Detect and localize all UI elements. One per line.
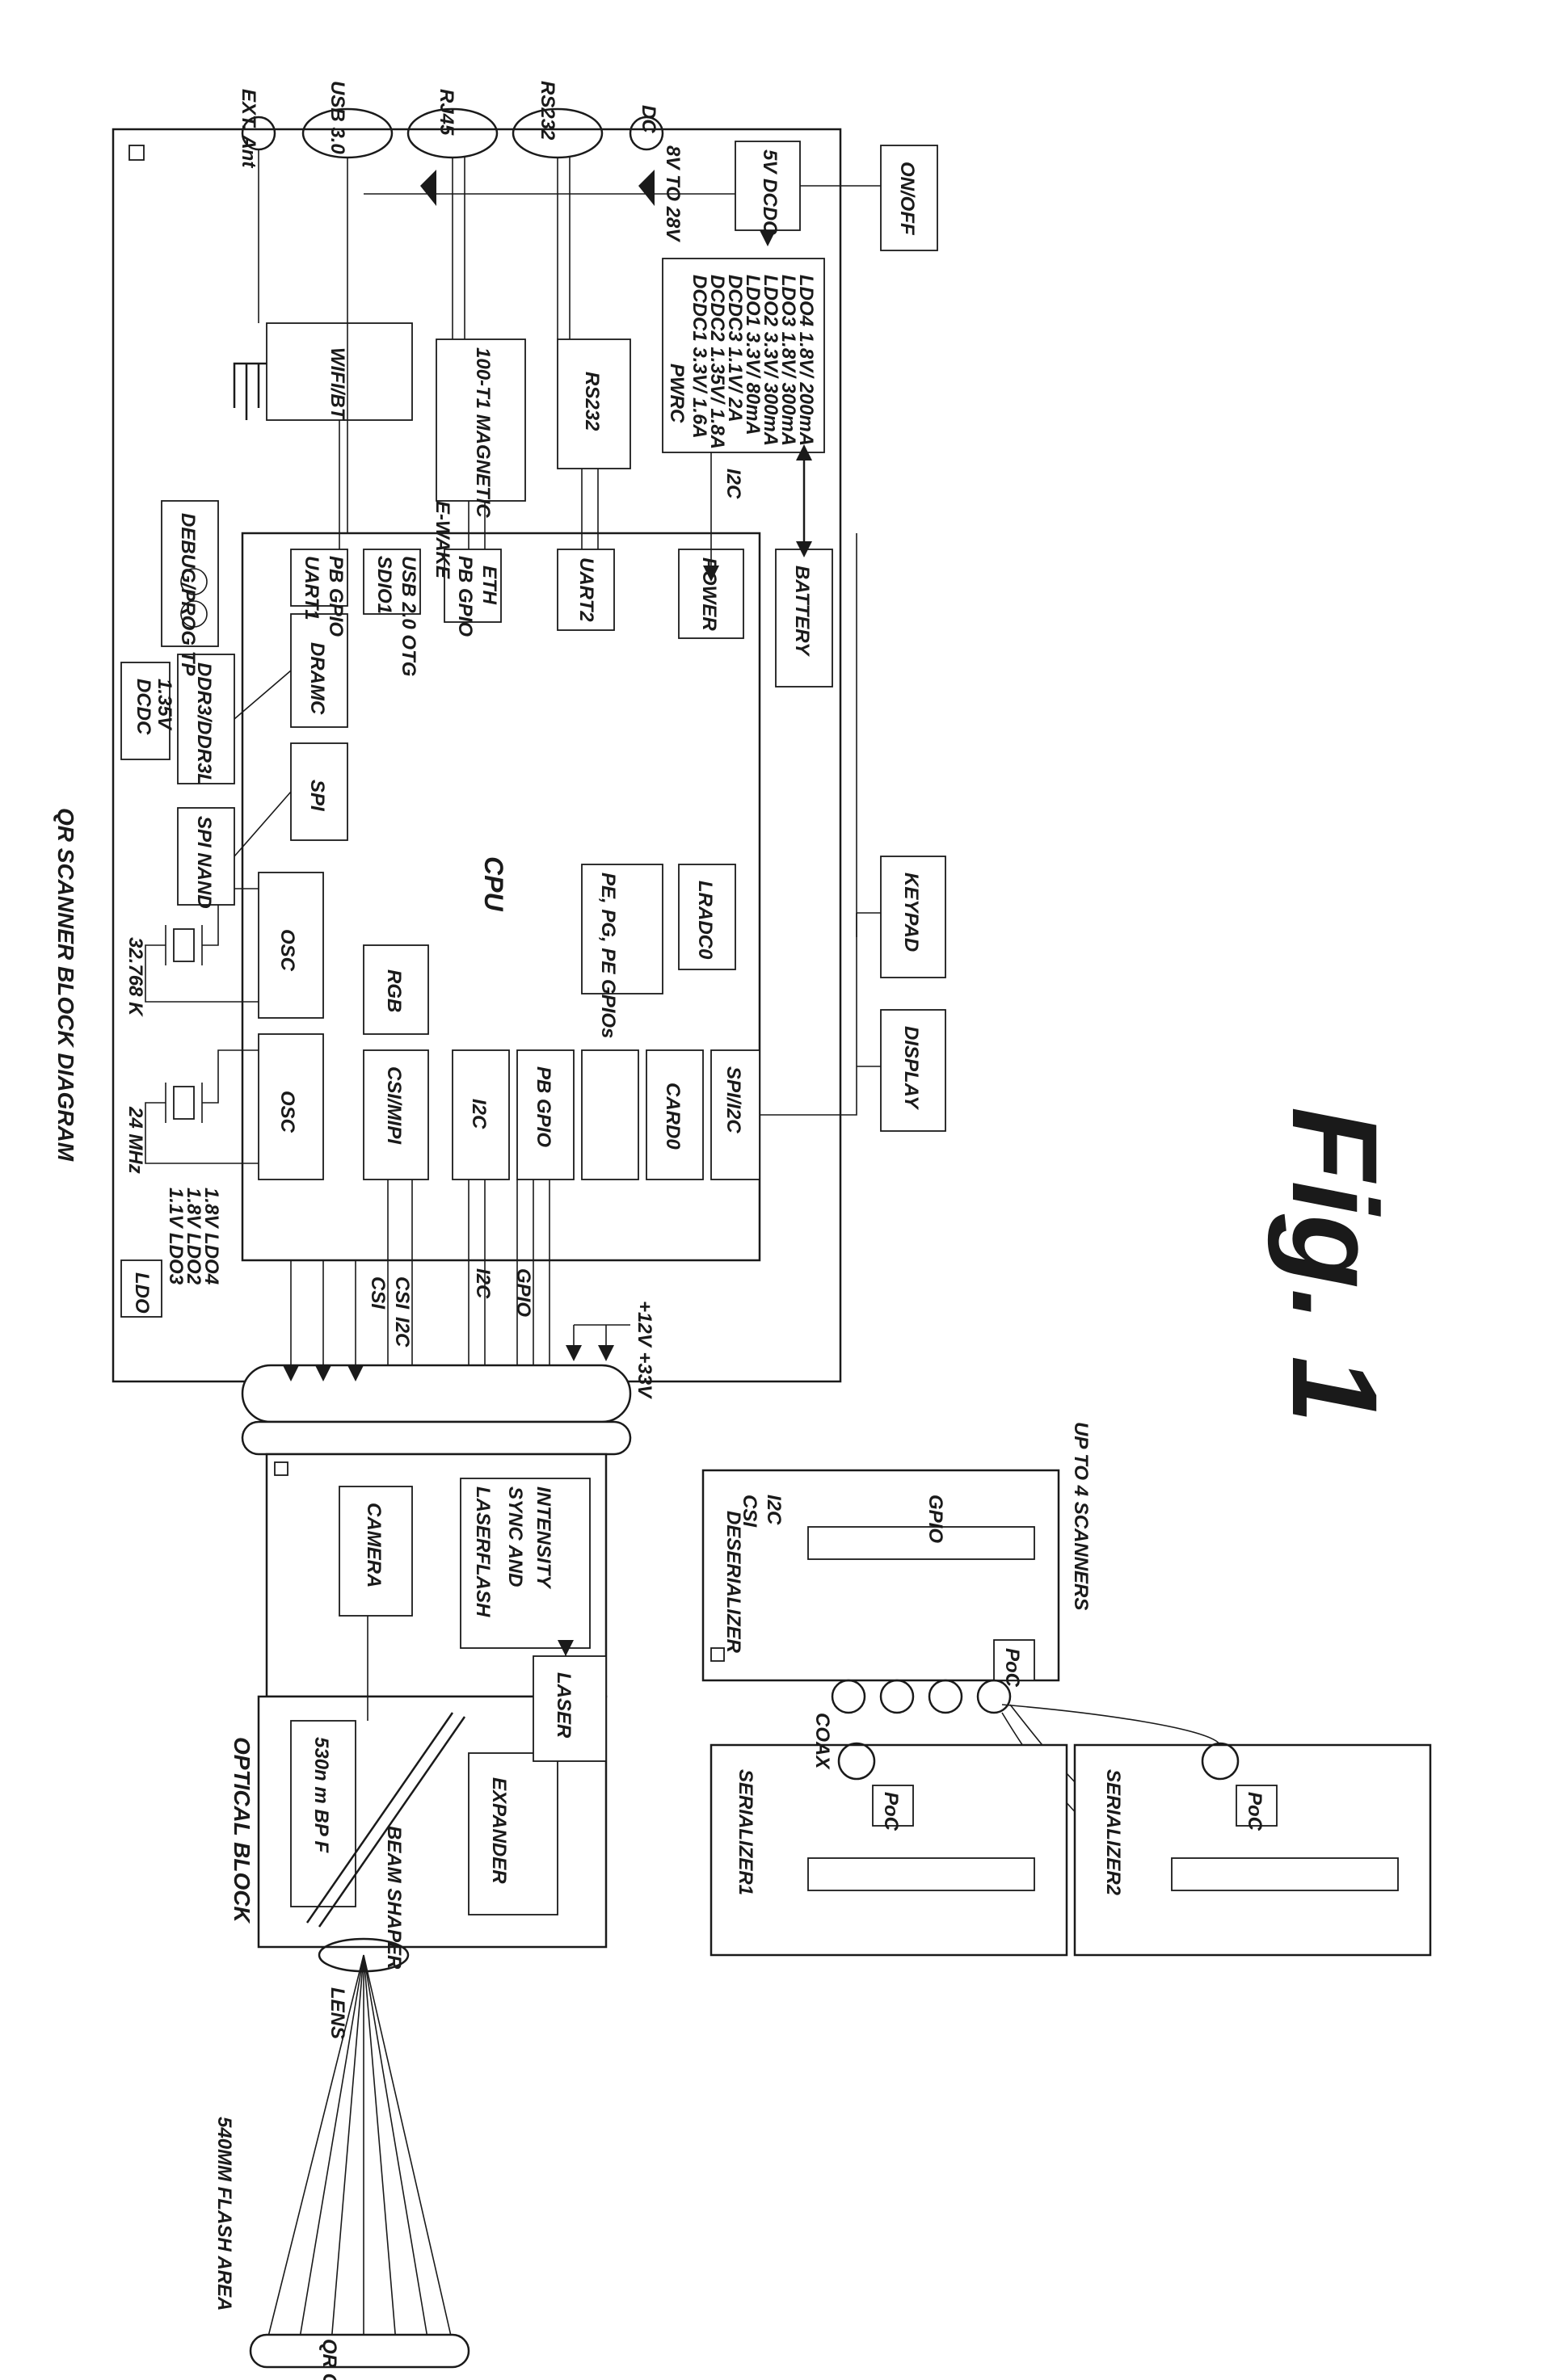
svg-text:RJ45: RJ45 bbox=[436, 89, 457, 136]
svg-text:SERIALIZER1: SERIALIZER1 bbox=[735, 1769, 756, 1895]
cable-connector-2 bbox=[242, 1422, 630, 1454]
cable-connector bbox=[242, 1365, 630, 1422]
svg-text:EXT. Ant: EXT. Ant bbox=[238, 89, 259, 168]
diagram-title: QR SCANNER BLOCK DIAGRAM bbox=[53, 808, 78, 1162]
pwrc-rails: DCDC1 3.3V/ 1.6A DCDC2 1.35V/ 1.8A DCDC3… bbox=[688, 275, 817, 449]
serializer1-block bbox=[711, 1745, 1067, 1955]
svg-text:USB 3.0: USB 3.0 bbox=[326, 81, 348, 154]
expander-block bbox=[469, 1753, 558, 1915]
svg-text:LASER: LASER bbox=[553, 1672, 575, 1739]
svg-text:I2C: I2C bbox=[763, 1495, 785, 1525]
svg-text:+12V +33V: +12V +33V bbox=[634, 1301, 655, 1399]
svg-text:OSC: OSC bbox=[276, 1091, 298, 1133]
svg-text:I2C: I2C bbox=[468, 1099, 490, 1129]
svg-text:EXPANDER: EXPANDER bbox=[488, 1777, 510, 1884]
svg-text:DC: DC bbox=[638, 105, 659, 133]
svg-text:UART1: UART1 bbox=[301, 556, 322, 620]
svg-text:DDR3/DDR3L: DDR3/DDR3L bbox=[193, 662, 215, 785]
svg-text:PE, PG, PE GPIOs: PE, PG, PE GPIOs bbox=[597, 873, 619, 1038]
svg-text:DCDC: DCDC bbox=[133, 679, 154, 735]
deserializer-ic bbox=[808, 1527, 1034, 1559]
svg-text:SPI/I2C: SPI/I2C bbox=[722, 1066, 744, 1133]
svg-text:E-WAKE: E-WAKE bbox=[432, 501, 453, 579]
svg-text:LASERFLASH: LASERFLASH bbox=[472, 1486, 494, 1617]
deserializer-coax-ports bbox=[832, 1680, 1010, 1713]
svg-text:GPIO: GPIO bbox=[512, 1268, 534, 1317]
svg-text:CARD0: CARD0 bbox=[662, 1083, 684, 1150]
svg-text:PB GPIO: PB GPIO bbox=[325, 556, 347, 637]
cpu-label: CPU bbox=[479, 856, 508, 911]
svg-text:USB 2.0 OTG: USB 2.0 OTG bbox=[398, 556, 419, 676]
svg-text:OPTICAL BLOCK: OPTICAL BLOCK bbox=[229, 1737, 255, 1924]
svg-text:KEYPAD: KEYPAD bbox=[900, 873, 922, 952]
svg-text:UP TO 4 SCANNERS: UP TO 4 SCANNERS bbox=[1070, 1422, 1092, 1610]
svg-text:PB GPIO: PB GPIO bbox=[454, 556, 476, 637]
svg-text:RGB: RGB bbox=[383, 969, 405, 1012]
svg-text:ETH: ETH bbox=[478, 566, 500, 605]
svg-text:1.35V: 1.35V bbox=[154, 679, 175, 731]
serializer2-block bbox=[1075, 1745, 1430, 1955]
svg-text:530n m BP F: 530n m BP F bbox=[310, 1737, 332, 1853]
svg-text:DRAMC: DRAMC bbox=[306, 642, 328, 715]
svg-text:540MM FLASH AREA: 540MM FLASH AREA bbox=[213, 2117, 235, 2311]
svg-text:LDO4 1.8V/ 200mA: LDO4 1.8V/ 200mA bbox=[795, 275, 817, 446]
svg-text:PWRC: PWRC bbox=[666, 364, 688, 423]
svg-text:CSI: CSI bbox=[367, 1276, 389, 1310]
svg-text:BEAM SHAPER: BEAM SHAPER bbox=[383, 1826, 405, 1970]
svg-text:DISPLAY: DISPLAY bbox=[900, 1026, 922, 1110]
svg-text:DESERIALIZER: DESERIALIZER bbox=[722, 1511, 744, 1654]
serializer2-ic bbox=[1172, 1858, 1398, 1890]
svg-text:32.768 K: 32.768 K bbox=[124, 937, 146, 1017]
svg-text:LDO: LDO bbox=[131, 1272, 153, 1314]
svg-text:PB GPIO: PB GPIO bbox=[533, 1066, 554, 1147]
svg-text:PoC: PoC bbox=[1001, 1648, 1023, 1688]
svg-text:I2C: I2C bbox=[722, 469, 744, 499]
serializer1-ic bbox=[808, 1858, 1034, 1890]
svg-text:I2C: I2C bbox=[391, 1317, 413, 1348]
svg-text:ON/OFF: ON/OFF bbox=[896, 162, 918, 236]
svg-text:GPIO: GPIO bbox=[924, 1495, 946, 1543]
svg-text:RS232: RS232 bbox=[537, 81, 558, 141]
svg-text:1.8V LDO4: 1.8V LDO4 bbox=[200, 1188, 222, 1285]
svg-text:CSI/MIPI: CSI/MIPI bbox=[383, 1066, 405, 1145]
svg-text:SDIO1: SDIO1 bbox=[373, 556, 395, 614]
svg-text:OSC: OSC bbox=[276, 929, 298, 972]
svg-text:COAX: COAX bbox=[811, 1713, 833, 1770]
svg-text:INTENSITY: INTENSITY bbox=[533, 1486, 554, 1589]
main-board-ref bbox=[129, 145, 144, 160]
scan-cone bbox=[267, 1955, 453, 2343]
ldo-rails: 1.1V LDO3 1.8V LDO2 1.8V LDO4 bbox=[165, 1188, 222, 1285]
svg-text:CSI: CSI bbox=[739, 1495, 760, 1528]
svg-text:QR CODE: QR CODE bbox=[318, 2339, 340, 2380]
svg-text:I2C: I2C bbox=[472, 1268, 494, 1299]
svg-text:100-T1 MAGNETIC: 100-T1 MAGNETIC bbox=[472, 347, 494, 518]
svg-text:BATTERY: BATTERY bbox=[791, 566, 813, 657]
svg-text:SERIALIZER2: SERIALIZER2 bbox=[1102, 1769, 1124, 1896]
svg-text:5V DCDC: 5V DCDC bbox=[759, 149, 781, 235]
svg-text:SPI: SPI bbox=[306, 780, 328, 812]
svg-text:SPI NAND: SPI NAND bbox=[193, 816, 215, 909]
svg-text:WIFI/BT: WIFI/BT bbox=[326, 347, 348, 422]
svg-text:LRADC0: LRADC0 bbox=[694, 881, 716, 960]
svg-text:PoC: PoC bbox=[880, 1792, 902, 1831]
svg-text:CSI: CSI bbox=[391, 1276, 413, 1310]
svg-text:UART2: UART2 bbox=[575, 557, 597, 622]
svg-text:CAMERA: CAMERA bbox=[363, 1503, 385, 1587]
svg-text:PoC: PoC bbox=[1244, 1792, 1265, 1831]
figure-label: Fig. 1 bbox=[1267, 1107, 1403, 1423]
svg-text:RS232: RS232 bbox=[581, 372, 603, 431]
flash-area bbox=[251, 2335, 469, 2367]
svg-text:SYNC AND: SYNC AND bbox=[504, 1486, 526, 1587]
svg-text:24 MHz: 24 MHz bbox=[124, 1106, 146, 1174]
